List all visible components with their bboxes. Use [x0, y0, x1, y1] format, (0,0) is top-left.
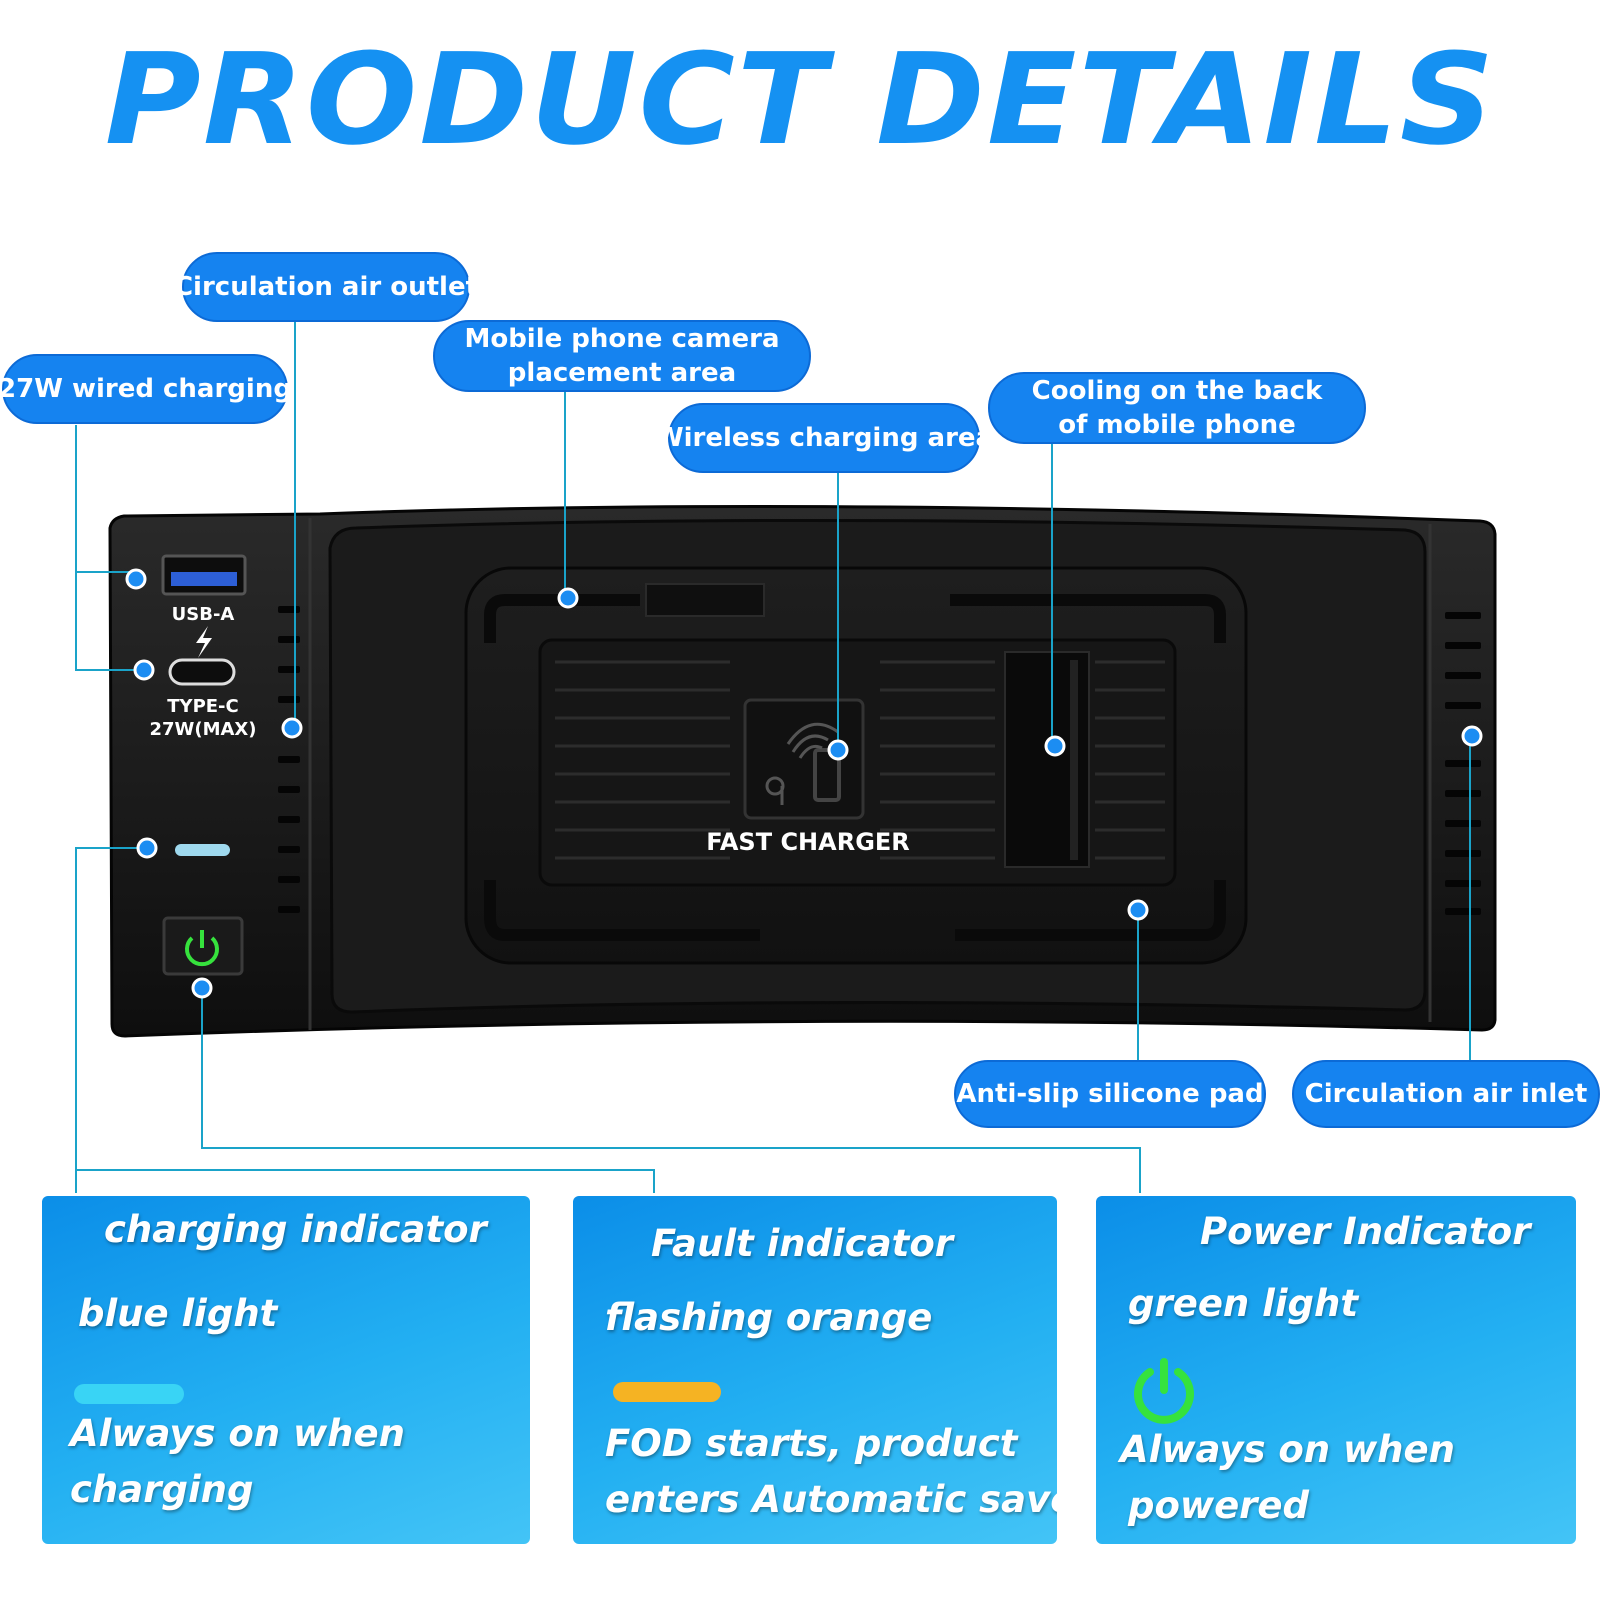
marker-power — [191, 977, 213, 999]
card-title: charging indicator — [104, 1208, 487, 1251]
marker-wireless — [827, 739, 849, 761]
lightning-icon — [196, 626, 212, 658]
marker-indicator — [136, 837, 158, 859]
card-desc-line1: Always on when — [70, 1412, 405, 1455]
marker-type-c — [133, 659, 155, 681]
fast-charger-label: FAST CHARGER — [706, 828, 910, 856]
marker-usb-a — [125, 568, 147, 590]
callout-circulation-outlet: Circulation air outlet — [174, 252, 478, 322]
orange-light-bar — [613, 1382, 721, 1402]
type-c-power: 27W(MAX) — [149, 719, 256, 740]
callout-camera-text: Mobile phone camera placement area — [464, 324, 780, 388]
card-title: Power Indicator — [1200, 1210, 1531, 1253]
card-light: green light — [1128, 1282, 1359, 1325]
callout-wired-charging: 27W wired charging — [0, 354, 292, 424]
callout-cooling-back: Cooling on the back of mobile phone — [988, 372, 1366, 444]
card-fault-indicator: Fault indicator flashing orange FOD star… — [573, 1196, 1057, 1544]
callout-circulation-inlet: Circulation air inlet — [1292, 1060, 1600, 1128]
card-desc-line1: FOD starts, product — [605, 1422, 1018, 1465]
card-desc-line2: powered — [1128, 1484, 1310, 1527]
charging-indicator-light — [175, 844, 230, 856]
page-title: PRODUCT DETAILS — [104, 26, 1497, 173]
card-light: flashing orange — [605, 1296, 933, 1339]
marker-cooling — [1044, 735, 1066, 757]
card-light: blue light — [78, 1292, 278, 1335]
callout-wireless-area: Wireless charging area — [655, 403, 993, 473]
card-desc-line2: enters Automatic saver — [605, 1478, 1057, 1521]
marker-outlet — [281, 717, 303, 739]
card-charging-indicator: charging indicator blue light Always on … — [42, 1196, 530, 1544]
marker-pad — [1127, 899, 1149, 921]
card-power-indicator: Power Indicator green light Always on wh… — [1096, 1196, 1576, 1544]
power-icon — [185, 930, 219, 967]
marker-inlet — [1461, 725, 1483, 747]
blue-light-bar — [74, 1384, 184, 1404]
vents-inlet — [1445, 612, 1481, 915]
marker-camera — [557, 587, 579, 609]
card-title: Fault indicator — [651, 1222, 954, 1265]
card-desc-line1: Always on when — [1120, 1428, 1455, 1471]
usb-a-label: USB-A — [172, 604, 235, 625]
callout-cooling-text: Cooling on the back of mobile phone — [1031, 376, 1323, 440]
type-c-label: TYPE-C — [167, 696, 238, 717]
type-c-port — [168, 658, 236, 686]
callout-anti-slip: Anti-slip silicone pad — [954, 1060, 1266, 1128]
green-power-icon — [1134, 1358, 1194, 1424]
callout-camera-area: Mobile phone camera placement area — [433, 320, 811, 392]
card-desc-line2: charging — [70, 1468, 254, 1511]
